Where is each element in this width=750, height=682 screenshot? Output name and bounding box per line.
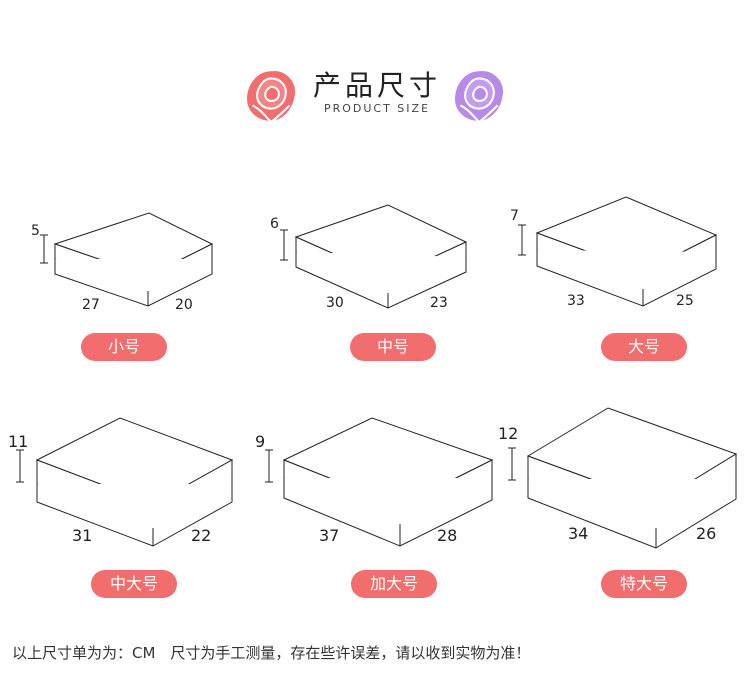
height-label: 7 [510, 208, 519, 224]
box-illustration [16, 417, 234, 547]
height-label: 5 [31, 223, 40, 239]
width-label: 25 [676, 293, 694, 309]
height-label: 11 [8, 432, 29, 451]
length-label: 27 [82, 297, 100, 313]
width-label: 28 [437, 526, 458, 545]
width-label: 23 [430, 295, 448, 311]
size-item-extra-large: 9 37 28 加大号 [255, 416, 495, 616]
size-item-small: 5 27 20 小号 [28, 205, 268, 405]
page-title: 产品尺寸 [312, 69, 441, 102]
box-illustration [518, 196, 718, 307]
size-item-medium-large: 11 31 22 中大号 [8, 416, 248, 616]
rose-icon [245, 69, 297, 123]
length-label: 34 [568, 524, 589, 543]
width-label: 22 [191, 526, 212, 545]
box-illustration [265, 417, 494, 547]
size-badge: 中大号 [91, 570, 177, 598]
rose-icon [453, 69, 505, 123]
length-label: 30 [326, 295, 344, 311]
size-note: 以上尺寸单为为：CM 尺寸为手工测量，存在些许误差，请以收到实物为准！ [12, 644, 531, 662]
height-label: 12 [498, 424, 519, 443]
height-label: 6 [270, 216, 279, 232]
size-badge: 加大号 [351, 570, 437, 598]
size-badge: 中号 [350, 333, 436, 361]
length-label: 31 [72, 526, 93, 545]
size-item-medium: 6 30 23 中号 [268, 200, 508, 400]
page-subtitle: PRODUCT SIZE [323, 102, 431, 115]
box-illustration [40, 212, 214, 307]
width-label: 20 [175, 297, 193, 313]
size-item-xx-large: 12 34 26 特大号 [496, 406, 738, 606]
size-badge: 特大号 [601, 570, 687, 598]
size-badge: 大号 [601, 333, 687, 361]
length-label: 37 [319, 526, 340, 545]
header: 产品尺寸 PRODUCT SIZE [0, 56, 750, 126]
width-label: 26 [696, 524, 717, 543]
box-illustration [508, 407, 738, 549]
length-label: 33 [567, 293, 585, 309]
size-item-large: 7 33 25 大号 [508, 195, 748, 395]
size-badge: 小号 [81, 333, 167, 361]
box-illustration [280, 204, 468, 309]
height-label: 9 [255, 432, 266, 451]
